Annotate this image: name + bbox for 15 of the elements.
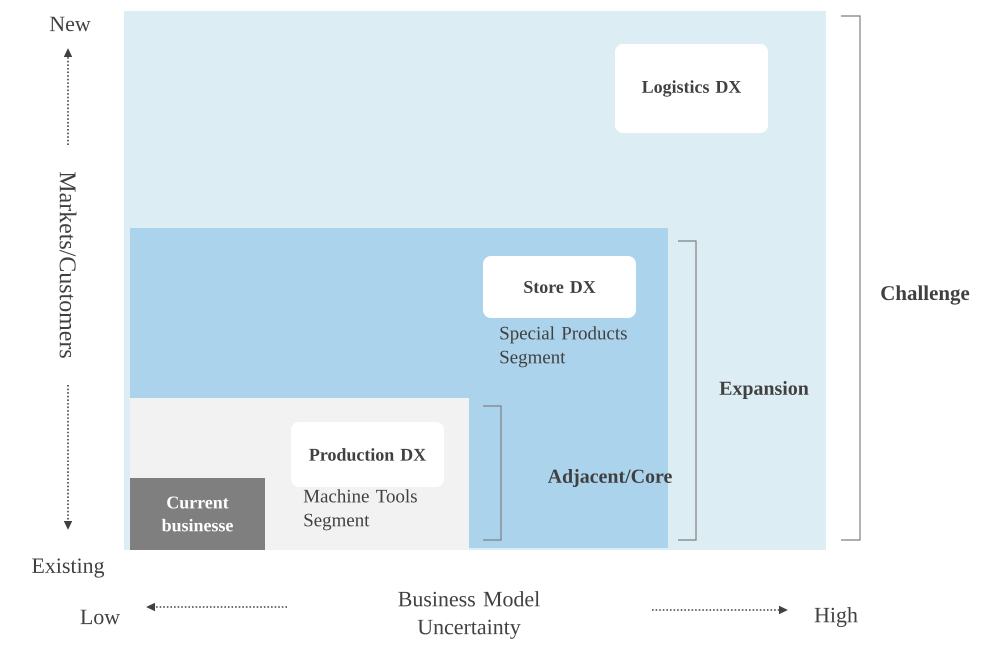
rounded-box: Logistics DX [615, 44, 768, 133]
axis-label: Markets/Customers [60, 172, 76, 358]
rounded-box: Store DX [483, 256, 636, 318]
bracket-label: Expansion [720, 380, 809, 400]
axis-label: New [50, 16, 91, 32]
business-box: Current businesse [130, 478, 265, 550]
segment-label: Special Products Segment [500, 326, 627, 368]
bracket-label: Challenge [881, 285, 970, 305]
segment-label: Machine Tools Segment [304, 489, 417, 530]
axis-label: Business Model Uncertainty [398, 591, 540, 639]
bracket-label: Adjacent/Core [548, 468, 672, 488]
axis-label: Low [80, 610, 120, 624]
axis-label: Existing [32, 558, 104, 578]
rounded-box: Production DX [291, 422, 444, 487]
axis-label: High [814, 607, 858, 627]
